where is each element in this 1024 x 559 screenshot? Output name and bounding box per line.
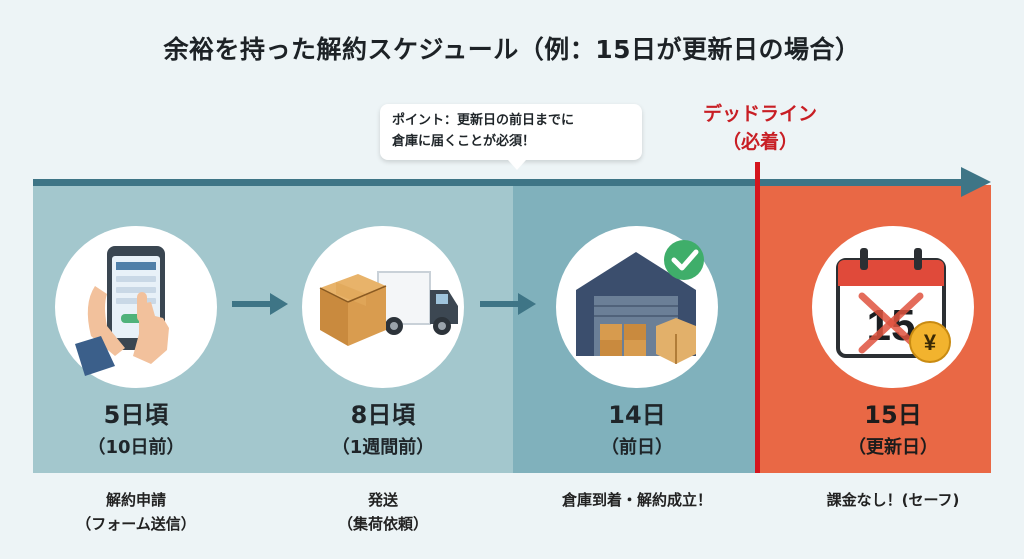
step-1-date: 5日頃 [103, 401, 169, 429]
deadline-label: デッドライン （必着） [660, 100, 860, 156]
step-1-caption-line-1: 解約申請 [105, 491, 166, 509]
page-title: 余裕を持った解約スケジュール（例：15日が更新日の場合） [163, 35, 861, 64]
step-1-caption-line-2: （フォーム送信） [76, 515, 196, 533]
step-4-date: 15日 [864, 401, 922, 429]
step-2-caption: 発送 （集荷依頼） [263, 488, 503, 536]
flow-arrow-2 [480, 293, 536, 315]
step-2-date: 8日頃 [350, 401, 416, 429]
callout-line-1: ポイント：更新日の前日までに [392, 113, 575, 128]
callout-line-2: 倉庫に届くことが必須！ [392, 134, 536, 149]
deadline-title: デッドライン [702, 103, 817, 125]
calendar-yen-icon: 15 ¥ [836, 248, 951, 363]
deadline-line [755, 162, 760, 473]
flow-arrow-1 [232, 293, 288, 315]
timeline-arrow [33, 167, 991, 197]
yen-icon: ¥ [924, 330, 937, 355]
smartphone-form-icon [75, 246, 169, 376]
step-1-note: （10日前） [87, 437, 185, 458]
point-callout: ポイント：更新日の前日までに 倉庫に届くことが必須！ [380, 104, 642, 170]
step-2-caption-line-1: 発送 [367, 491, 398, 509]
step-4-caption-line-1: 課金なし！(セーフ) [826, 491, 960, 509]
step-3-caption: 倉庫到着・解約成立！ [517, 488, 757, 512]
step-4-note: （更新日） [848, 437, 938, 458]
step-3-date: 14日 [608, 401, 666, 429]
step-4-caption: 課金なし！(セーフ) [773, 488, 1013, 512]
delivery-truck-icon [319, 271, 458, 346]
step-2-note: （1週間前） [331, 437, 435, 458]
deadline-subtitle: （必着） [721, 131, 798, 153]
step-4-circle: 15 ¥ [812, 226, 974, 388]
step-3-caption-line-1: 倉庫到着・解約成立！ [561, 491, 712, 509]
step-2-circle [302, 226, 464, 388]
warehouse-check-icon [576, 240, 704, 364]
step-3-circle [556, 226, 718, 388]
step-1-caption: 解約申請 （フォーム送信） [16, 488, 256, 536]
step-1-circle [55, 226, 217, 388]
step-3-note: （前日） [601, 437, 673, 458]
step-2-caption-line-2: （集荷依頼） [337, 515, 428, 533]
